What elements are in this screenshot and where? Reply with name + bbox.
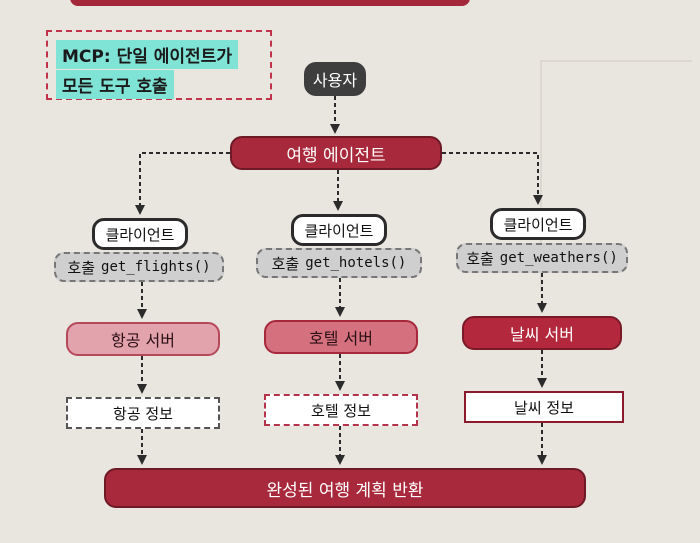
client-node-weathers: 클라이언트 [490, 208, 586, 240]
client-node-hotels: 클라이언트 [291, 214, 387, 246]
mcp-callout: MCP: 단일 에이전트가 모든 도구 호출 [46, 30, 272, 100]
call-node-hotels: 호출 get_hotels() [256, 248, 422, 278]
callout-line-1: MCP: 단일 에이전트가 [56, 40, 238, 69]
call-prefix: 호출 [67, 258, 96, 277]
info-node-weathers: 날씨 정보 [464, 391, 624, 423]
call-function: get_weathers() [499, 250, 618, 266]
call-prefix: 호출 [466, 249, 494, 268]
client-node-flights: 클라이언트 [92, 218, 188, 250]
arrow-agent-to-client-flights [135, 152, 230, 215]
server-node-hotels: 호텔 서버 [264, 320, 418, 354]
top-bar-decoration [70, 0, 470, 6]
result-node: 완성된 여행 계획 반환 [104, 468, 586, 508]
call-node-weathers: 호출 get_weathers() [456, 243, 628, 273]
server-node-weathers: 날씨 서버 [462, 316, 622, 350]
info-node-flights: 항공 정보 [66, 397, 220, 429]
callout-line-2: 모든 도구 호출 [56, 70, 174, 99]
agent-node: 여행 에이전트 [230, 136, 442, 170]
user-node: 사용자 [304, 62, 366, 96]
server-node-flights: 항공 서버 [66, 322, 220, 356]
page-bleed-lines [540, 60, 692, 292]
info-node-hotels: 호텔 정보 [264, 394, 418, 426]
call-prefix: 호출 [271, 254, 300, 273]
call-node-flights: 호출 get_flights() [54, 252, 224, 282]
call-function: get_flights() [101, 259, 211, 275]
call-function: get_hotels() [305, 255, 407, 271]
arrow-agent-to-client-weathers [442, 152, 543, 205]
